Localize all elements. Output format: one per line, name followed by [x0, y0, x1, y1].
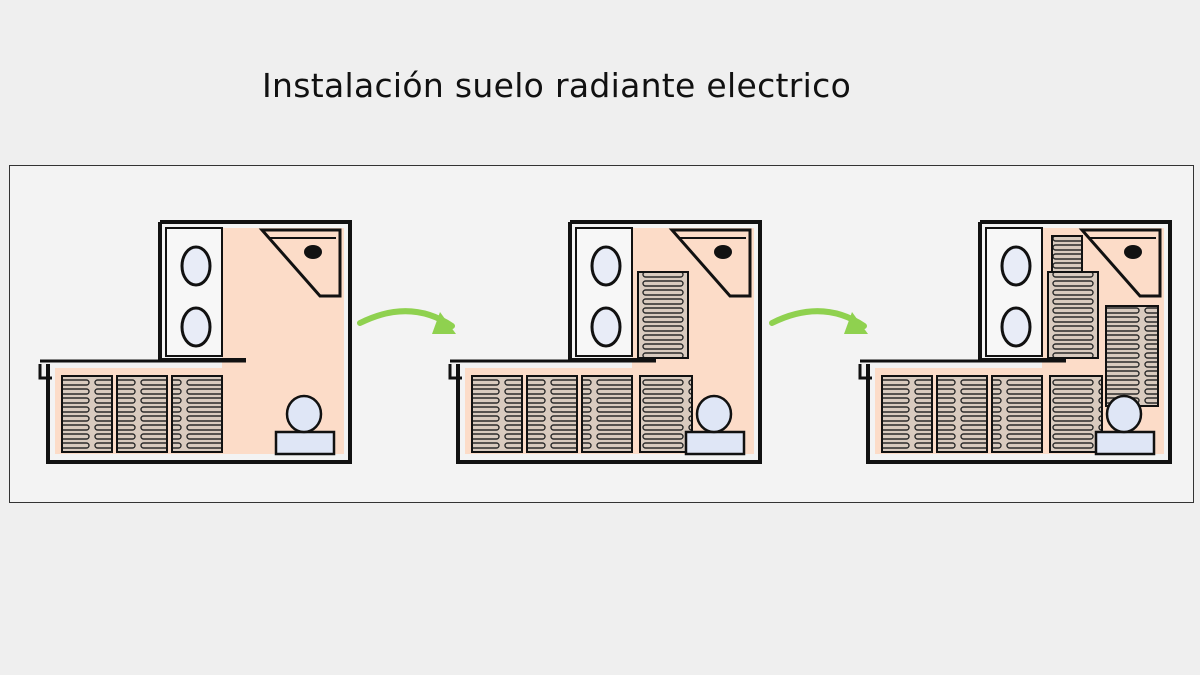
shower-tray — [668, 228, 752, 298]
heating-mat-5 — [637, 271, 689, 359]
sink-basin-2 — [180, 306, 212, 348]
toilet-tank — [1094, 430, 1156, 456]
arrow-1 — [357, 308, 456, 334]
sink-basin-2 — [590, 306, 622, 348]
heating-mat-3 — [171, 375, 223, 453]
shower-tray — [258, 228, 342, 298]
page-title: Instalación suelo radiante electrico — [262, 66, 852, 105]
heating-mat-4 — [639, 375, 693, 453]
shower-drain — [714, 245, 732, 259]
toilet-tank — [274, 430, 336, 456]
toilet-tank — [684, 430, 746, 456]
heating-mat-4 — [1049, 375, 1103, 453]
shower-tray — [1078, 228, 1162, 298]
heating-mat-2 — [116, 375, 168, 453]
heating-mat-3 — [581, 375, 633, 453]
heating-mat-3 — [991, 375, 1043, 453]
floor-plan-step-1 — [38, 220, 352, 464]
sink-basin-1 — [590, 245, 622, 287]
heating-mat-7 — [1105, 305, 1159, 407]
sink-basin-2 — [1000, 306, 1032, 348]
outer-wall — [866, 220, 1172, 464]
floor-plan-step-2 — [448, 220, 762, 464]
heating-mat-5 — [1047, 271, 1099, 359]
toilet-bowl — [695, 394, 733, 434]
shower-drain — [304, 245, 322, 259]
door-jamb — [448, 364, 462, 380]
sink-basin-1 — [180, 245, 212, 287]
toilet-bowl — [285, 394, 323, 434]
heating-mat-6 — [1051, 235, 1083, 273]
heating-mat-2 — [526, 375, 578, 453]
outer-wall — [456, 220, 762, 464]
door-jamb — [858, 364, 872, 380]
heating-mat-1 — [881, 375, 933, 453]
door-jamb — [38, 364, 52, 380]
heating-mat-1 — [61, 375, 113, 453]
arrow-2 — [769, 308, 868, 334]
heating-mat-1 — [471, 375, 523, 453]
shower-drain — [1124, 245, 1142, 259]
sink-basin-1 — [1000, 245, 1032, 287]
outer-wall — [46, 220, 352, 464]
floor-plan-step-3 — [858, 220, 1172, 464]
toilet-bowl — [1105, 394, 1143, 434]
heating-mat-2 — [936, 375, 988, 453]
